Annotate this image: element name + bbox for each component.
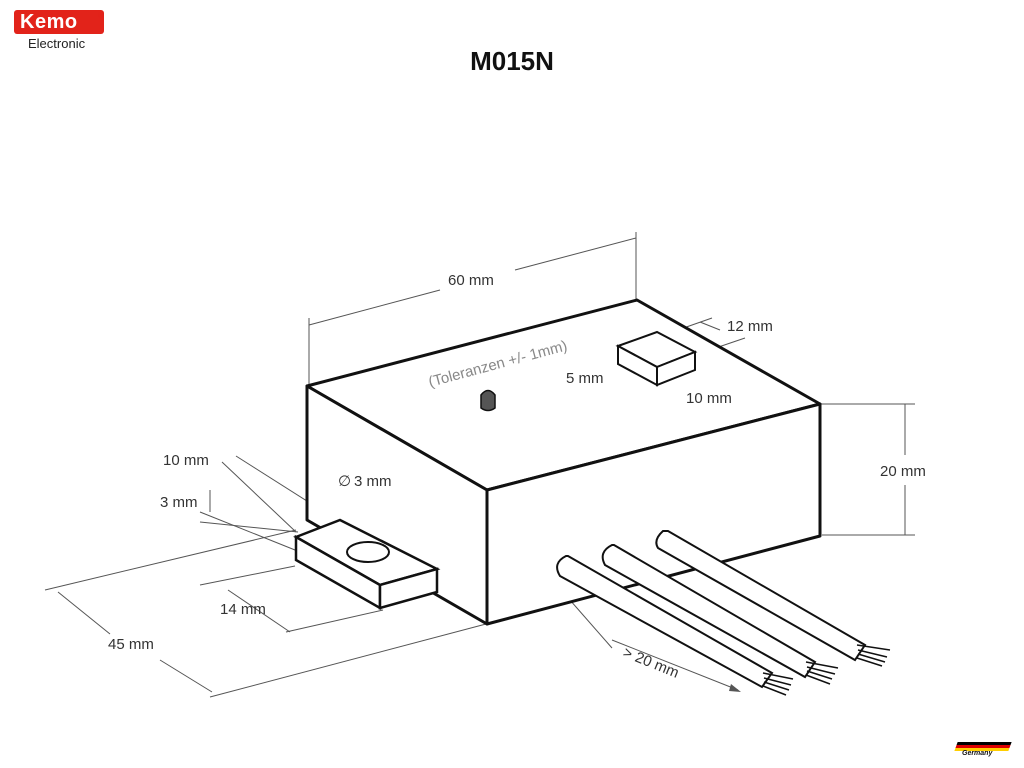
kemo-logo: Kemo ® Electronic	[14, 10, 106, 54]
label-tab-width: 10 mm	[163, 452, 209, 469]
label-part-height: 5 mm	[566, 370, 604, 387]
label-width: 45 mm	[108, 636, 154, 653]
country-label: Germany	[962, 750, 993, 757]
label-tab-thickness: 3 mm	[160, 494, 198, 511]
label-part-width: 10 mm	[686, 390, 732, 407]
housing-left-face	[305, 384, 489, 626]
logo-brand-name: Kemo	[20, 11, 78, 33]
logo-subtitle: Electronic	[28, 36, 86, 51]
logo-registered-mark: ®	[98, 11, 104, 20]
connection-wires	[556, 530, 891, 696]
germany-badge: Germany	[954, 742, 1012, 758]
mounting-hole	[346, 541, 390, 563]
label-hole-diameter: 3 mm	[354, 473, 392, 490]
wire-3	[556, 555, 794, 696]
label-tab-depth: 14 mm	[220, 601, 266, 618]
top-component	[615, 330, 698, 387]
label-height: 20 mm	[880, 463, 926, 480]
mounting-tab	[293, 518, 441, 611]
wire-1	[655, 530, 891, 667]
logo-badge	[14, 10, 104, 34]
led-indicator	[480, 389, 496, 412]
label-length: 60 mm	[448, 272, 494, 289]
label-part-length: 12 mm	[727, 318, 773, 335]
wire-2	[601, 544, 839, 685]
label-wire-length: > 20 mm	[621, 644, 682, 682]
page-title: M015N	[470, 46, 554, 76]
label-diameter-symbol: ∅	[338, 473, 351, 490]
